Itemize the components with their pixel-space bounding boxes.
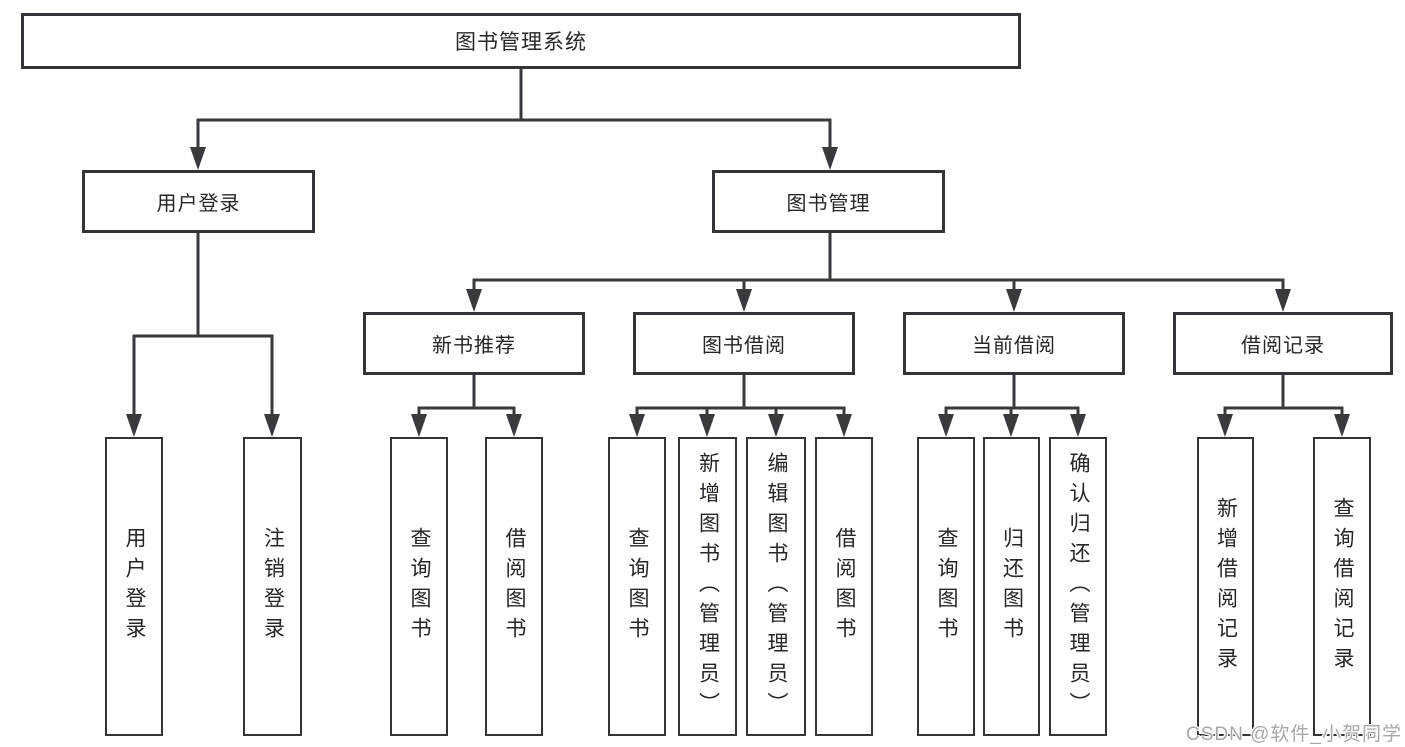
- leaf-logout: 注销登录: [243, 437, 302, 736]
- node-book-management: 图书管理: [712, 170, 945, 233]
- leaf-query-borrow-record-label: 查询借阅记录: [1331, 496, 1355, 677]
- node-book-borrow: 图书借阅: [633, 312, 855, 375]
- leaf-confirm-return-admin: 确认归还（管理员）: [1049, 437, 1107, 736]
- node-root-system: 图书管理系统: [21, 13, 1021, 69]
- leaf-query-books-current: 查询图书: [917, 437, 975, 736]
- leaf-borrow-books-label: 借阅图书: [833, 526, 857, 647]
- node-current-borrow: 当前借阅: [903, 312, 1125, 375]
- node-new-book-recommend: 新书推荐: [363, 312, 585, 375]
- node-user-login: 用户登录: [82, 170, 315, 233]
- leaf-query-books-borrow-label: 查询图书: [626, 526, 650, 647]
- leaf-add-borrow-record: 新增借阅记录: [1197, 437, 1254, 736]
- leaf-edit-books-admin: 编辑图书（管理员）: [746, 437, 806, 736]
- leaf-user-login: 用户登录: [105, 437, 163, 736]
- node-borrow-records: 借阅记录: [1173, 312, 1393, 375]
- leaf-query-books-recommend: 查询图书: [390, 437, 448, 736]
- leaf-borrow-books-recommend: 借阅图书: [485, 437, 543, 736]
- leaf-add-borrow-record-label: 新增借阅记录: [1214, 496, 1238, 677]
- leaf-logout-label: 注销登录: [261, 526, 285, 647]
- leaf-query-borrow-record: 查询借阅记录: [1313, 437, 1371, 736]
- leaf-query-books-borrow: 查询图书: [608, 437, 666, 736]
- leaf-confirm-return-admin-label: 确认归还（管理员）: [1067, 451, 1091, 722]
- csdn-watermark: CSDN @软件_小贺同学: [1186, 724, 1402, 745]
- leaf-add-books-admin-label: 新增图书（管理员）: [696, 451, 720, 722]
- arrowheads: [126, 147, 1350, 437]
- leaf-query-books-current-label: 查询图书: [935, 526, 959, 647]
- leaf-user-login-label: 用户登录: [123, 526, 147, 647]
- leaf-return-books-label: 归还图书: [1000, 526, 1024, 647]
- leaf-borrow-books-recommend-label: 借阅图书: [503, 526, 527, 647]
- leaf-query-books-recommend-label: 查询图书: [408, 526, 432, 647]
- leaf-add-books-admin: 新增图书（管理员）: [678, 437, 737, 736]
- leaf-return-books: 归还图书: [983, 437, 1040, 736]
- leaf-edit-books-admin-label: 编辑图书（管理员）: [765, 451, 789, 722]
- leaf-borrow-books: 借阅图书: [815, 437, 873, 736]
